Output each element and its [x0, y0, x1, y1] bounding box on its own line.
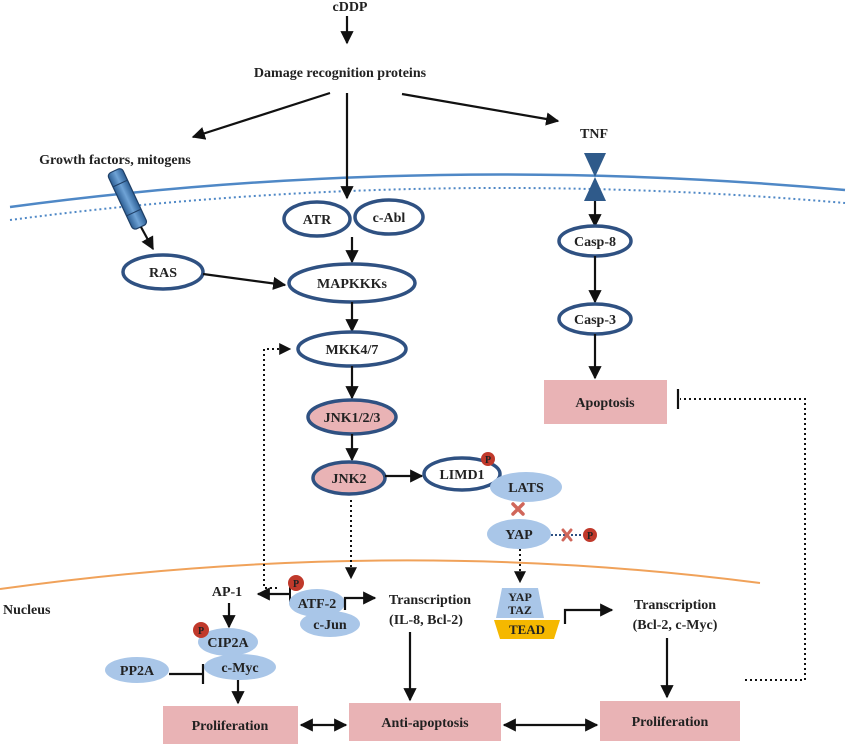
- yap-taz-line2: TAZ: [508, 603, 532, 617]
- anti-apoptosis-box: [349, 703, 501, 741]
- tead-node: [494, 620, 560, 639]
- atf2-phospho-label: P: [293, 579, 299, 590]
- yap-label: YAP: [505, 528, 533, 543]
- limd1-phospho-icon: [481, 452, 495, 466]
- transcription1-line1: Transcription: [389, 593, 471, 608]
- cmyc-label: c-Myc: [221, 661, 258, 676]
- jnk2-label: JNK2: [332, 472, 367, 487]
- dotted-feedback-ap1-mkk47: [263, 343, 292, 589]
- proliferation-left-label: Proliferation: [192, 719, 269, 734]
- lats-label: LATS: [508, 481, 544, 496]
- jnk2-node: [311, 460, 387, 496]
- arrow-damage-tnf: [401, 92, 560, 126]
- pp2a-label: PP2A: [120, 664, 155, 679]
- cip2a-node: [198, 628, 258, 656]
- atr-label: ATR: [303, 213, 332, 228]
- anti-apoptosis-label: Anti-apoptosis: [381, 716, 469, 731]
- atf2-phospho-icon: [288, 575, 304, 591]
- jnk123-label: JNK1/2/3: [324, 411, 381, 426]
- ap1-label: AP-1: [212, 585, 242, 600]
- atf2-node: [289, 589, 345, 617]
- damage-recognition-label: Damage recognition proteins: [254, 66, 427, 81]
- arrow-damage-growth: [191, 91, 331, 140]
- growth-factors-label: Growth factors, mitogens: [39, 153, 191, 168]
- mkk47-label: MKK4/7: [326, 343, 379, 358]
- cip2a-phospho-icon: [193, 622, 209, 638]
- cip2a-phospho-label: P: [198, 626, 204, 637]
- cip2a-label: CIP2A: [207, 636, 249, 651]
- receptor-icon: [107, 168, 148, 230]
- arrow-ras-mapkkks: [202, 272, 287, 290]
- yap-taz-line1: YAP: [508, 590, 532, 604]
- yap-phospho-icon: [583, 528, 597, 542]
- proliferation-right-box: [600, 701, 740, 741]
- casp3-label: Casp-3: [574, 313, 616, 328]
- proliferation-right-label: Proliferation: [632, 715, 709, 730]
- dotted-inhibition-apoptosis: [680, 398, 806, 681]
- tnf-receptor-icon: [584, 153, 606, 201]
- arrow-cjun-transcription: [343, 591, 377, 610]
- cjun-node: [300, 611, 360, 637]
- cabl-label: c-Abl: [373, 211, 406, 226]
- cabl-node: [353, 198, 425, 236]
- casp8-label: Casp-8: [574, 235, 616, 250]
- yap-node: [487, 519, 551, 549]
- atf2-label: ATF-2: [298, 597, 337, 612]
- limd1-node: [422, 456, 502, 492]
- ras-label: RAS: [149, 266, 177, 281]
- limd1-phospho-label: P: [485, 455, 491, 466]
- inhibition-x-icon: [511, 502, 525, 516]
- transcription1-line2: (IL-8, Bcl-2): [389, 613, 463, 628]
- nuclear-membrane: [0, 559, 761, 590]
- lats-node: [490, 472, 562, 502]
- apoptosis-label: Apoptosis: [575, 396, 635, 411]
- ras-node: [121, 253, 205, 291]
- tead-label: TEAD: [509, 622, 545, 637]
- pp2a-node: [105, 657, 169, 683]
- apoptosis-box: [544, 380, 667, 424]
- yap-phospho-x-icon: [561, 528, 573, 542]
- nucleus-label: Nucleus: [3, 603, 51, 618]
- yap-phospho-label: P: [587, 531, 593, 542]
- cell-membrane-inner: [9, 186, 846, 221]
- cddp-label: cDDP: [333, 0, 368, 15]
- transcription2-line2: (Bcl-2, c-Myc): [633, 618, 718, 633]
- yap-taz-node: [496, 588, 544, 618]
- arrow-receptor-ras: [140, 226, 154, 251]
- arrow-tead-transcription: [563, 603, 614, 624]
- mapkkks-label: MAPKKKs: [317, 277, 388, 292]
- proliferation-left-box: [163, 706, 298, 744]
- transcription2-line1: Transcription: [634, 598, 716, 613]
- atr-node: [282, 200, 352, 238]
- tnf-label: TNF: [580, 127, 608, 142]
- limd1-label: LIMD1: [439, 468, 484, 483]
- cmyc-node: [204, 654, 276, 680]
- cjun-label: c-Jun: [313, 618, 347, 633]
